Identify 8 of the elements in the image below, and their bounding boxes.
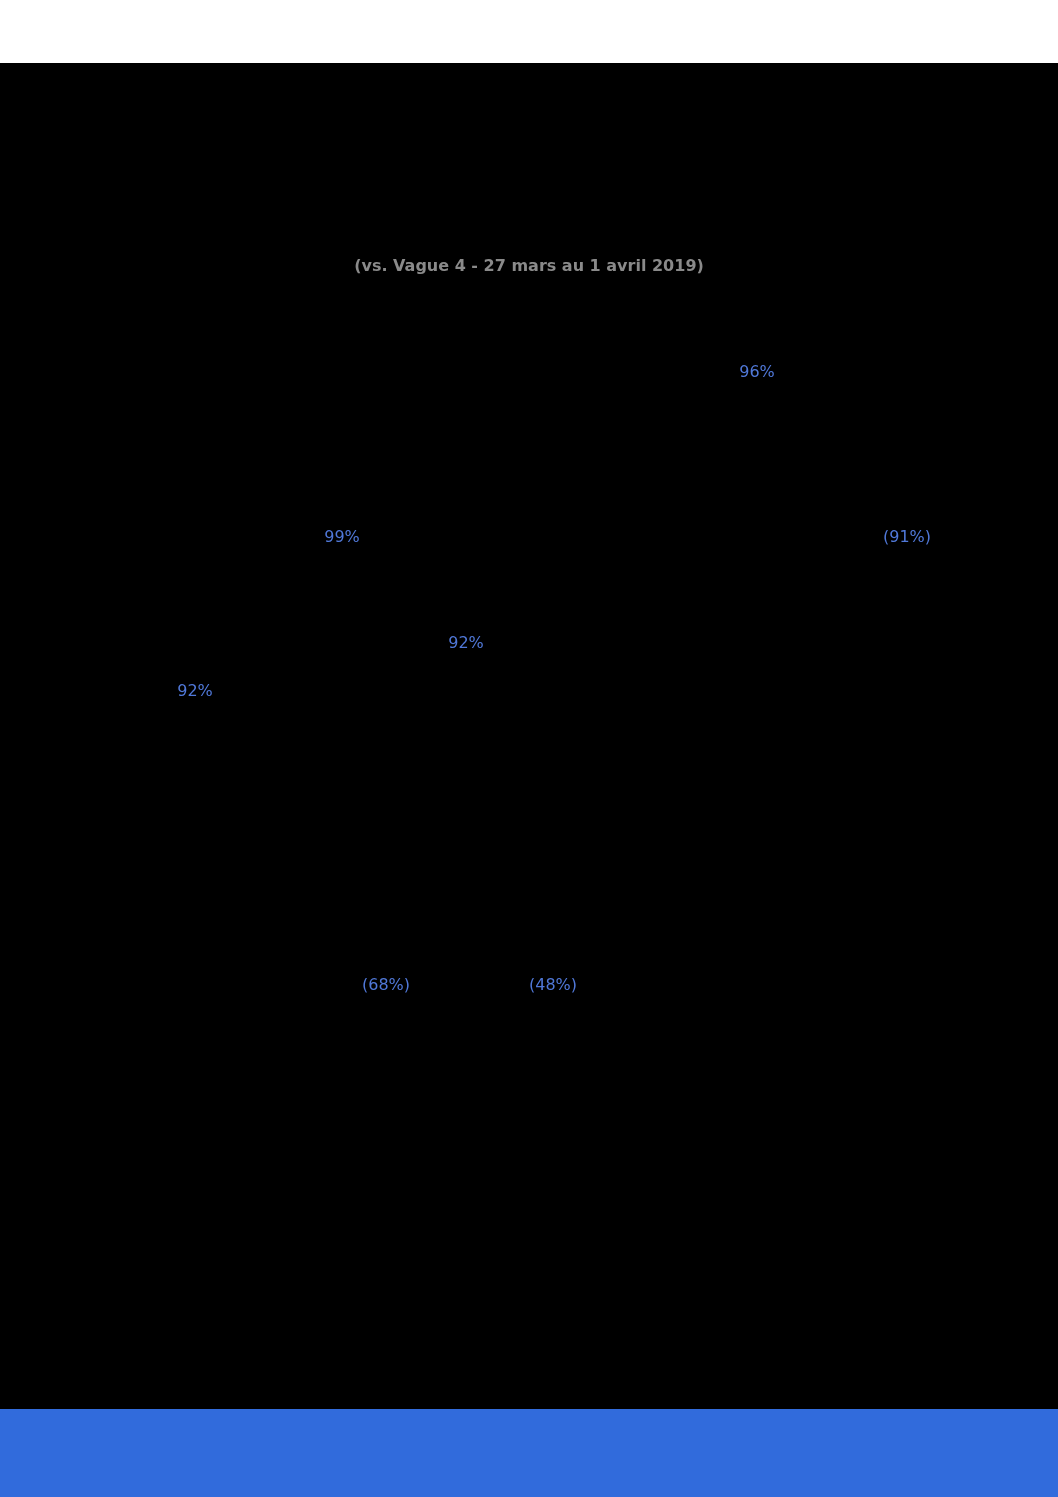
subtitle-text: (vs. Vague 4 - 27 mars au 1 avril 2019) bbox=[354, 255, 704, 275]
percentage-label: 92% bbox=[448, 632, 484, 652]
percentage-label: (48%) bbox=[529, 974, 577, 994]
percentage-label: 92% bbox=[177, 680, 213, 700]
percentage-label: (91%) bbox=[883, 526, 931, 546]
percentage-label: 99% bbox=[324, 526, 360, 546]
percentage-label: 96% bbox=[739, 361, 775, 381]
percentage-label: (68%) bbox=[362, 974, 410, 994]
